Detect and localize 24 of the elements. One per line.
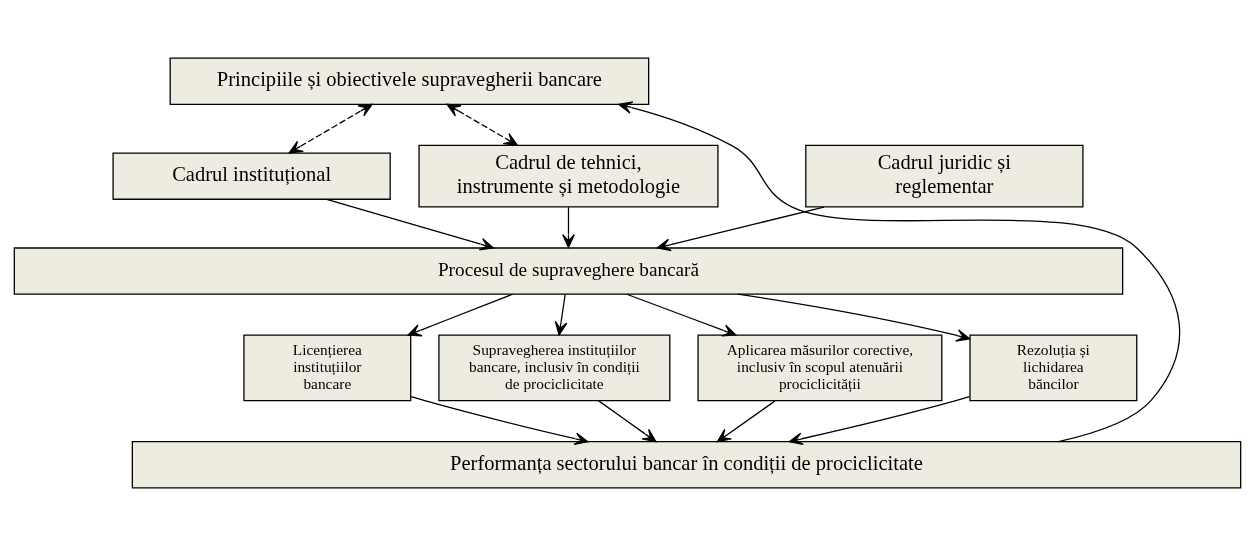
- arrow: [410, 395, 589, 445]
- arrow: [656, 205, 825, 251]
- arrow: [326, 198, 495, 250]
- arrow: [788, 395, 971, 445]
- arrow: [288, 103, 373, 153]
- node-box: Cadrul de tehnici, instrumente și metodologie: [418, 144, 719, 208]
- node-box: Performanța sectorului bancar în condiții de prociclicitate: [131, 440, 1242, 488]
- node-box: Procesul de supraveghere bancară: [13, 246, 1124, 295]
- arrow: [626, 293, 737, 337]
- arrow: [618, 100, 1181, 442]
- arrow: [554, 293, 568, 335]
- node-box: Supravegherea instituțiilor bancare, inclusiv în condiții de prociclicitate: [438, 334, 671, 401]
- node-box: Principiile și obiectivele supravegherii bancare: [169, 57, 650, 105]
- arrow: [446, 103, 518, 146]
- arrow: [598, 399, 657, 442]
- arrow: [407, 293, 514, 336]
- node-box: Rezoluția și lichidarea băncilor: [969, 334, 1138, 401]
- arrow: [716, 399, 776, 442]
- arrow: [737, 293, 971, 342]
- arrow: [562, 206, 575, 248]
- node-box: Licențierea instituțiilor bancare: [243, 334, 412, 401]
- node-box: Aplicarea măsurilor corective, inclusiv în scopul atenuării prociclicității: [697, 334, 943, 401]
- node-box: Cadrul instituțional: [112, 151, 391, 200]
- node-box: Cadrul juridic și reglementar: [805, 144, 1084, 208]
